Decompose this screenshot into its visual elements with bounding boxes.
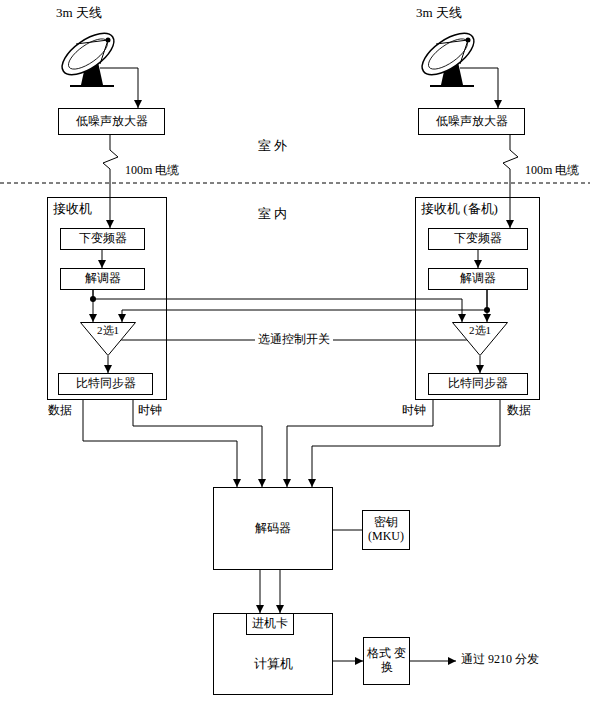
receiver-title: 接收机 (备机): [421, 202, 498, 217]
selector-triangle: 2选1: [80, 322, 136, 356]
box-label: 格式 变换: [366, 647, 407, 675]
junction-dot: [484, 307, 490, 313]
output-note: 通过 9210 分发: [461, 653, 539, 667]
connector: [478, 250, 479, 268]
process-box: 比特同步器: [428, 373, 528, 395]
process-box: 下变频器: [428, 228, 528, 250]
edge-label: 时钟: [138, 404, 162, 418]
region-label: 室 内: [258, 207, 287, 222]
box-label: 解调器: [85, 272, 121, 286]
connector: [480, 356, 481, 373]
decoder-box: 解码器: [213, 487, 333, 570]
box-label: 比特同步器: [76, 377, 136, 391]
box-label: 密钥 (MKU): [365, 516, 407, 544]
box-label: 2选1: [97, 324, 119, 337]
receiver-box: 接收机 (备机) 下变频器解调器 2选1 比特同步器: [415, 197, 540, 400]
connector: [93, 290, 462, 322]
box-label: 低噪声放大器: [436, 115, 508, 129]
output-arrow: [410, 661, 456, 662]
edge-label: 时钟: [402, 404, 426, 418]
edge-label: 选通控制开关: [255, 333, 333, 347]
antenna: 3m 天线: [410, 6, 510, 88]
junction-dot: [90, 296, 96, 302]
edge-label: 数据: [48, 404, 72, 418]
box-label: 2选1: [469, 324, 491, 337]
amplifier-box: 低噪声放大器: [418, 108, 525, 135]
connector: [280, 570, 281, 613]
connector: [133, 400, 262, 487]
amplifier-box: 低噪声放大器: [58, 108, 165, 135]
box-label: 解码器: [255, 522, 291, 536]
connector: [287, 400, 433, 487]
box-label: 低噪声放大器: [76, 115, 148, 129]
edge-label: 数据: [507, 404, 531, 418]
box-label: 比特同步器: [448, 377, 508, 391]
process-box: 下变频器: [60, 228, 145, 250]
region-label: 室 外: [258, 139, 287, 154]
connector: [260, 570, 261, 613]
receiver-title: 接收机: [53, 202, 92, 217]
connector: [333, 530, 362, 531]
computer-box: 计算机进机卡: [213, 613, 333, 695]
format-box: 格式 变换: [363, 637, 410, 685]
box-label: 解调器: [460, 272, 496, 286]
box-label: 下变频器: [79, 232, 127, 246]
antenna-label: 3m 天线: [416, 6, 462, 21]
connector: [102, 250, 103, 268]
connector: [333, 661, 363, 662]
box-label: 下变频器: [454, 232, 502, 246]
connector: [122, 290, 487, 322]
antenna-label: 3m 天线: [56, 6, 102, 21]
box-label: 进机卡: [252, 617, 288, 631]
process-box: 解调器: [428, 268, 528, 290]
edge-label: 100m 电缆: [525, 164, 579, 178]
process-box: 解调器: [60, 268, 145, 290]
connector: [83, 400, 237, 487]
card-box: 进机卡: [246, 613, 294, 635]
receiver-box: 接收机下变频器解调器 2选1 比特同步器: [47, 197, 167, 400]
connector: [312, 400, 500, 487]
antenna: 3m 天线: [50, 6, 150, 88]
connector: [498, 88, 499, 108]
connector: [503, 135, 518, 228]
edge-label: 100m 电缆: [125, 164, 179, 178]
connector: [108, 356, 109, 373]
selector-triangle: 2选1: [452, 322, 508, 356]
connector: [103, 135, 118, 228]
connector: [138, 88, 139, 108]
process-box: 比特同步器: [58, 373, 153, 395]
indoor-outdoor-boundary: [0, 183, 590, 184]
key-box: 密钥 (MKU): [362, 510, 410, 550]
box-label: 计算机: [254, 657, 293, 672]
